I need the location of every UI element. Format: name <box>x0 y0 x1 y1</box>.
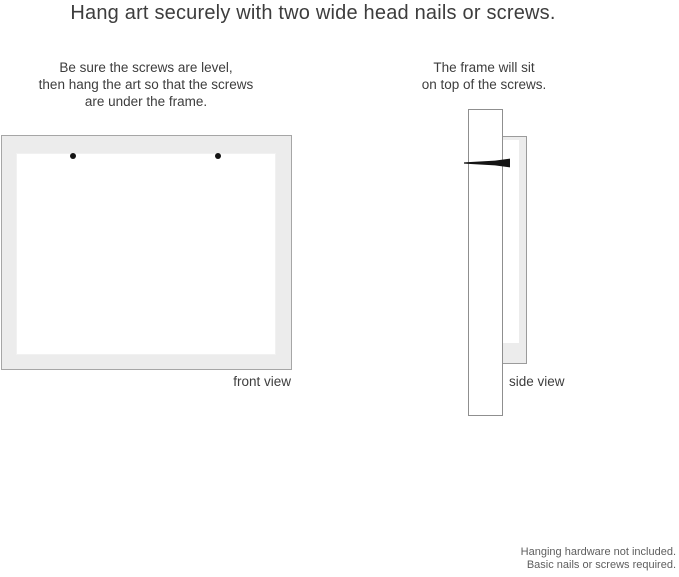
front-view-label: front view <box>233 374 291 389</box>
side-view-wall-strip <box>468 109 503 416</box>
page-title: Hang art securely with two wide head nai… <box>70 2 556 24</box>
side-view-label: side view <box>509 374 565 389</box>
front-instruction-text: Be sure the screws are level, then hang … <box>38 60 254 109</box>
nail-head-dot-left-icon <box>70 153 76 159</box>
side-instruction-text: The frame will sit on top of the screws. <box>421 60 547 92</box>
nail-icon <box>464 158 510 168</box>
hardware-note: Hanging hardware not included. Basic nai… <box>520 546 676 571</box>
side-view-frame-opening <box>503 140 519 343</box>
front-view-frame-opening <box>16 153 276 355</box>
front-view-frame <box>1 135 292 370</box>
nail-head-dot-right-icon <box>215 153 221 159</box>
